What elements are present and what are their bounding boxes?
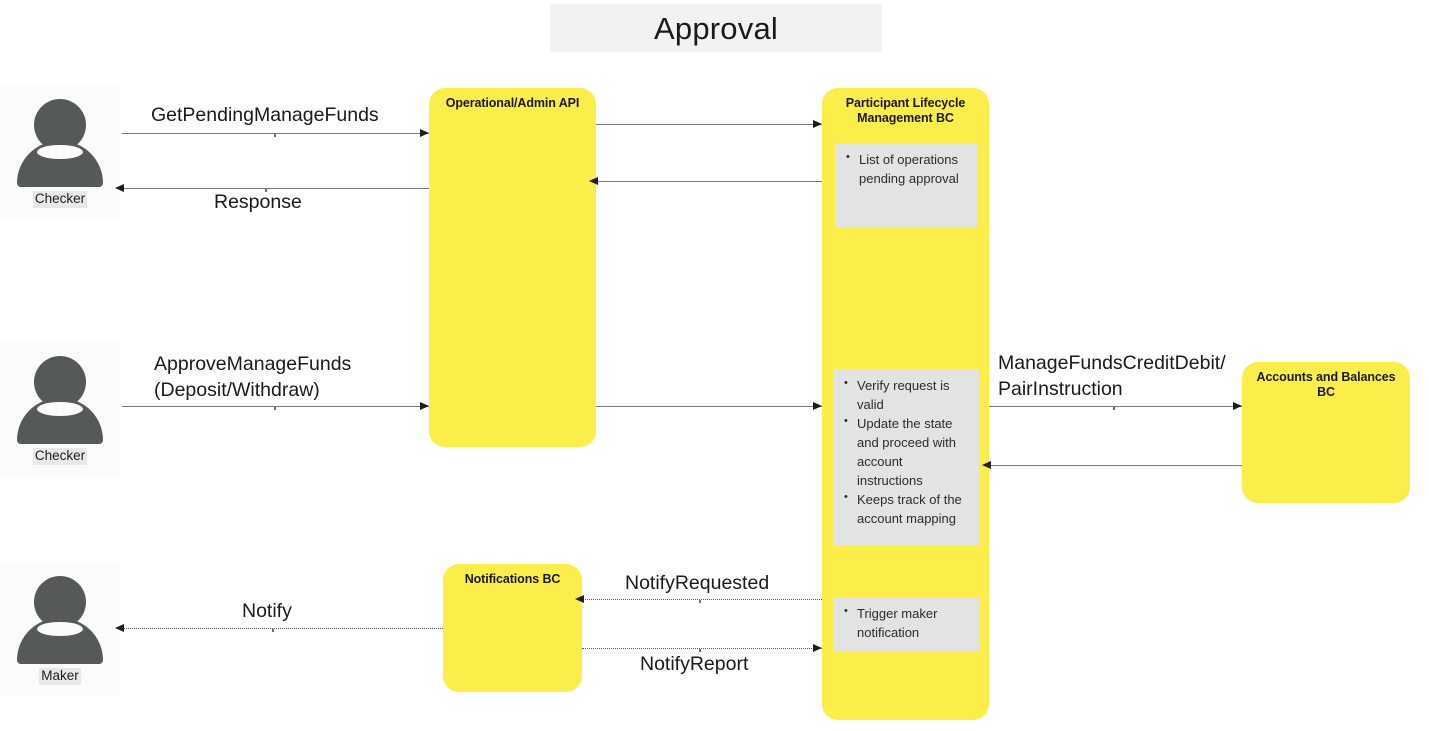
arrowhead-right xyxy=(1233,402,1242,410)
connector-plm-to-api-response xyxy=(596,181,822,182)
connector-notify-requested xyxy=(582,599,822,600)
actor-label: Checker xyxy=(32,191,88,208)
connector-api-to-plm-approve xyxy=(596,406,822,407)
connector-midtick xyxy=(274,134,276,137)
edge-label-response: Response xyxy=(214,191,302,213)
arrowhead-left xyxy=(115,184,124,192)
connector-midtick xyxy=(1113,407,1115,410)
component-accounts-and-balances-bc[interactable]: Accounts and Balances BC xyxy=(1242,362,1410,503)
note-trigger-maker: Trigger maker notification xyxy=(833,597,979,651)
note-verify-update: Verify request is valid Update the state… xyxy=(833,369,979,546)
edge-label-notify: Notify xyxy=(242,600,292,622)
connector-midtick xyxy=(265,189,267,192)
edge-label-get-pending-manage-funds: GetPendingManageFunds xyxy=(151,104,379,126)
arrowhead-right xyxy=(813,644,822,652)
arrowhead-right xyxy=(813,402,822,410)
person-icon xyxy=(15,354,105,444)
person-icon xyxy=(15,574,105,664)
connector-midtick xyxy=(274,407,276,410)
note-item: Verify request is valid xyxy=(844,376,971,414)
note-pending-approval: List of operations pending approval xyxy=(835,143,977,228)
connector-notify xyxy=(122,628,443,629)
person-neck-gap xyxy=(37,145,83,159)
arrowhead-right xyxy=(420,129,429,137)
edge-label-manage-funds-credit-debit: ManageFundsCreditDebit/ PairInstruction xyxy=(998,352,1226,400)
component-participant-lifecycle-management-bc[interactable]: Participant Lifecycle Management BC List… xyxy=(822,88,989,720)
connector-get-pending-manage-funds xyxy=(122,133,429,134)
arrowhead-right xyxy=(420,402,429,410)
note-item: Trigger maker notification xyxy=(844,604,971,642)
component-title: Participant Lifecycle Management BC xyxy=(845,96,966,125)
actor-checker-top: Checker xyxy=(0,85,120,219)
component-notifications-bc[interactable]: Notifications BC xyxy=(443,564,582,692)
component-title: Accounts and Balances BC xyxy=(1256,370,1396,399)
component-title: Operational/Admin API xyxy=(445,96,580,110)
arrowhead-right xyxy=(813,120,822,128)
connector-midtick xyxy=(699,600,701,603)
connector-midtick xyxy=(699,649,701,652)
connector-accounts-to-plm-return xyxy=(989,465,1242,466)
actor-label: Checker xyxy=(32,448,88,465)
edge-label-approve-manage-funds: ApproveManageFunds (Deposit/Withdraw) xyxy=(154,353,352,401)
person-neck-gap xyxy=(37,622,83,636)
component-title: Notifications BC xyxy=(464,572,561,586)
connector-manage-funds-credit-debit xyxy=(989,406,1242,407)
person-neck-gap xyxy=(37,402,83,416)
arrowhead-left xyxy=(575,595,584,603)
note-item: Keeps track of the account mapping xyxy=(844,490,971,528)
note-list: Trigger maker notification xyxy=(839,604,971,642)
connector-api-to-plm-top xyxy=(596,124,822,125)
connector-midtick xyxy=(272,629,274,632)
edge-label-notify-report: NotifyReport xyxy=(640,653,749,675)
note-list: Verify request is valid Update the state… xyxy=(839,376,971,529)
arrowhead-left xyxy=(982,461,991,469)
person-icon xyxy=(15,97,105,187)
note-list: List of operations pending approval xyxy=(841,150,969,188)
connector-approve-manage-funds xyxy=(122,406,429,407)
arrowhead-left xyxy=(589,177,598,185)
actor-maker: Maker xyxy=(0,562,120,696)
component-operational-admin-api[interactable]: Operational/Admin API xyxy=(429,88,596,447)
note-item: Update the state and proceed with accoun… xyxy=(844,414,971,490)
actor-checker-middle: Checker xyxy=(0,342,120,476)
diagram-title-band: Approval xyxy=(550,4,882,52)
page-title: Approval xyxy=(654,10,778,46)
connector-response xyxy=(122,188,429,189)
actor-label: Maker xyxy=(39,668,81,685)
connector-notify-report xyxy=(582,648,822,649)
arrowhead-left xyxy=(115,624,124,632)
note-item: List of operations pending approval xyxy=(846,150,969,188)
edge-label-notify-requested: NotifyRequested xyxy=(625,572,770,594)
